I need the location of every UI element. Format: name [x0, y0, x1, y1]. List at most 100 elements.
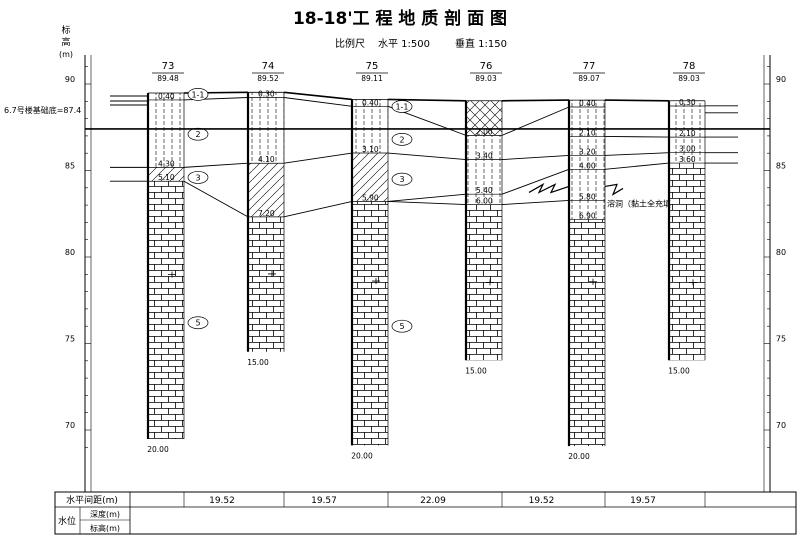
layer-depth-label: 5.80 [579, 192, 596, 201]
borehole-elevation: 89.03 [475, 74, 497, 83]
foundation-label: 6.7号楼基础底=87.4 [4, 105, 81, 115]
borehole-total-depth: 15.00 [465, 366, 487, 375]
tick-label-left: 90 [65, 75, 75, 84]
stratum-boundary [387, 98, 467, 102]
tick-label-left: 75 [65, 335, 75, 344]
stratum-marker-label: 3 [399, 175, 404, 184]
tick-label-left: 85 [65, 162, 75, 171]
sample-marker [268, 270, 276, 277]
stratum-marker-label: 1-1 [191, 90, 204, 99]
stratum-boundary [283, 97, 353, 107]
tick-label-right: 85 [776, 162, 786, 171]
scale-label: 比例尺 [335, 37, 365, 50]
borehole-id: 77 [583, 61, 596, 72]
spacing-value: 19.52 [529, 496, 555, 506]
layer-depth-label: 6.00 [476, 197, 493, 206]
stratum-boundary [283, 201, 353, 218]
boreholes: 7389.480.404.305.1020.001-12357489.520.3… [146, 61, 706, 461]
axis-label-char-2: 高 [61, 36, 70, 48]
stratum-boundary [183, 180, 249, 218]
borehole-total-depth: 20.00 [568, 452, 590, 461]
layer-depth-label: 2.00 [476, 127, 493, 136]
stratum-boundary [283, 152, 353, 164]
stratum-boundary [604, 135, 670, 138]
spacing-value: 19.57 [311, 496, 337, 506]
tick-label-right: 70 [776, 421, 786, 430]
borehole-total-depth: 20.00 [147, 445, 169, 454]
tick-label-right: 75 [776, 335, 786, 344]
borehole-elevation: 89.11 [361, 74, 383, 83]
stratum-marker-label: 1-1 [395, 102, 408, 111]
tick-label-right: 80 [776, 248, 786, 257]
stratum-marker [391, 172, 413, 186]
stratum-boundary [604, 162, 670, 170]
stratum-marker-label: 3 [195, 173, 200, 182]
cave-symbol [528, 182, 624, 196]
layer-depth-label: 3.60 [679, 155, 696, 164]
layer-depth-label: 0.40 [362, 98, 379, 107]
stratum-boundary [387, 152, 467, 161]
stratum-marker [187, 316, 209, 330]
stratum-boundary [604, 99, 670, 102]
stratum-marker [391, 319, 413, 333]
layer-depth-label: 2.10 [579, 128, 596, 137]
stratum-marker [391, 133, 413, 146]
stratum-marker-label: 2 [399, 135, 404, 144]
water-depth-header: 深度(m) [90, 509, 120, 519]
layer-depth-label: 3.20 [579, 147, 596, 156]
stratum-boundary [501, 99, 570, 102]
stratum-boundary [501, 154, 570, 161]
cave-label: 溶洞（黏土全充填 [607, 198, 671, 208]
layer-depth-label: 7.20 [258, 209, 275, 218]
stratum-marker [187, 88, 209, 101]
stratum-marker-label: 5 [195, 319, 200, 328]
stratum-boundary [604, 152, 670, 156]
spacing-value: 19.52 [209, 496, 235, 506]
stratum-boundary [183, 162, 249, 168]
axis-label-char-1: 标 [61, 24, 70, 36]
borehole-id: 78 [683, 61, 696, 72]
layer-depth-label: 0.40 [158, 92, 175, 101]
stratum-marker [187, 127, 209, 141]
spacing-header: 水平间距(m) [66, 494, 118, 506]
layer-depth-label: 0.30 [679, 98, 696, 107]
borehole-id: 76 [480, 61, 493, 72]
tick-label-left: 80 [65, 248, 75, 257]
sample-marker [486, 279, 494, 286]
borehole-id: 74 [262, 61, 275, 72]
layer-depth-label: 4.30 [158, 159, 175, 168]
layer-depth-label: 0.40 [579, 99, 596, 108]
borehole-elevation: 89.07 [578, 74, 600, 83]
sample-marker [689, 279, 697, 286]
strata-lines [110, 91, 738, 218]
stratum-marker [391, 100, 413, 113]
sample-marker [589, 278, 597, 285]
layer-depth-label: 2.10 [679, 129, 696, 138]
borehole-id: 75 [366, 61, 379, 72]
borehole-total-depth: 15.00 [668, 366, 690, 375]
borehole-77: 77 89.07 0.40 2.10 3.20 4.00 5.80 6.90 20.00 [567, 61, 606, 461]
layer-depth-label: 4.00 [579, 161, 596, 170]
stratum-boundary [501, 168, 570, 195]
stratum-boundary [387, 193, 467, 202]
sample-marker [372, 278, 380, 285]
stratum-marker [187, 171, 209, 184]
borehole-elevation: 89.52 [257, 74, 279, 83]
borehole-total-depth: 15.00 [247, 358, 269, 367]
borehole-id: 73 [162, 61, 175, 72]
page-title: 18-18'工 程 地 质 剖 面 图 [293, 8, 507, 29]
sample-marker [168, 271, 176, 278]
layer-depth-label: 3.10 [362, 145, 379, 154]
stratum-marker-label: 2 [195, 130, 200, 139]
layer-depth-label: 0.30 [258, 89, 275, 98]
layer-depth-label: 6.90 [579, 211, 596, 220]
layer-depth-label: 5.10 [158, 173, 175, 182]
